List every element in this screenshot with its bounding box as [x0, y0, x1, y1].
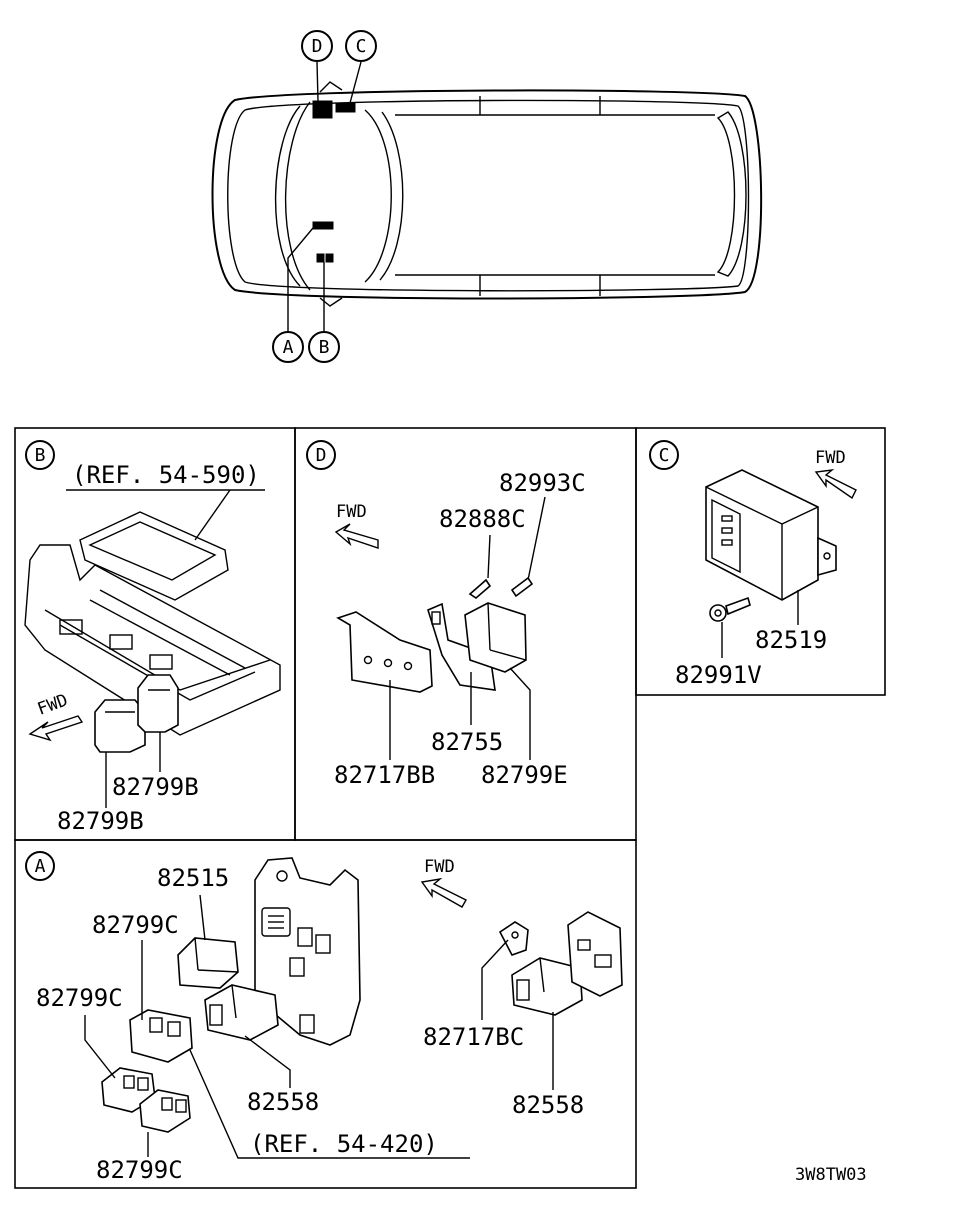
svg-text:B: B — [35, 445, 46, 466]
part-label-82888c: 82888C — [439, 505, 526, 533]
locator-block-c — [335, 102, 356, 113]
part-label-82799c-bottom: 82799C — [96, 1156, 183, 1184]
panel-a-letter: A — [25, 851, 55, 881]
part-label-82717bb: 82717BB — [334, 761, 435, 789]
svg-text:A: A — [35, 856, 46, 877]
control-unit-82519 — [705, 469, 837, 601]
relay-82558-right — [511, 957, 583, 1016]
panel-d: D FWD 82993C 82888C 82755 82717 — [306, 440, 586, 789]
svg-text:C: C — [659, 445, 670, 466]
locator-circle-d: D — [301, 30, 333, 62]
panel-a-frame — [14, 839, 637, 1189]
diagram-code: 3W8TW03 — [795, 1165, 867, 1185]
relay-82799c-middle — [101, 1067, 156, 1113]
relay-bracket-right — [567, 911, 623, 997]
screw-82993c — [510, 576, 534, 598]
svg-text:D: D — [316, 445, 327, 466]
part-label-82558-right: 82558 — [512, 1091, 584, 1119]
locator-circle-b: B — [308, 331, 340, 363]
relay-82799b-left — [94, 699, 146, 753]
fwd-arrow-c: FWD — [814, 448, 857, 500]
svg-text:B: B — [319, 337, 330, 358]
part-label-82799b-lower: 82799B — [57, 807, 144, 835]
part-label-82799c-left: 82799C — [36, 984, 123, 1012]
part-label-82799c-top: 82799C — [92, 911, 179, 939]
locator-block-b2 — [325, 253, 334, 263]
panel-b-letter: B — [25, 440, 55, 470]
part-label-ref-54-420: (REF. 54-420) — [250, 1130, 438, 1158]
panel-c-frame — [635, 427, 886, 696]
svg-text:D: D — [312, 36, 323, 57]
bracket-82717bb — [336, 611, 433, 693]
relay-bracket-82755 — [427, 602, 496, 691]
panel-c-letter: C — [649, 440, 679, 470]
fwd-arrow-d: FWD — [334, 502, 379, 549]
locator-circle-c: C — [345, 30, 377, 62]
bolt-82991v — [709, 596, 751, 622]
part-label-82558-left: 82558 — [247, 1088, 319, 1116]
panel-a: A FWD — [25, 851, 623, 1184]
panel-b-ref: (REF. 54-590) — [72, 461, 260, 489]
part-label-82717bc: 82717BC — [423, 1023, 524, 1051]
relay-82515 — [177, 937, 239, 989]
svg-text:A: A — [283, 337, 294, 358]
vehicle-top-view — [211, 81, 763, 307]
svg-text:FWD: FWD — [424, 857, 455, 877]
part-label-82519: 82519 — [755, 626, 827, 654]
relay-82558-left — [204, 984, 279, 1041]
relay-82799b-right — [137, 674, 179, 733]
locator-circle-a: A — [272, 331, 304, 363]
locator-block-b1 — [316, 253, 325, 263]
bracket-82717bc — [498, 921, 529, 956]
part-label-82993c: 82993C — [499, 469, 586, 497]
part-label-82755: 82755 — [431, 728, 503, 756]
junction-block-drawing — [254, 857, 361, 1046]
locator-block-a — [312, 221, 334, 230]
fuse-box-drawing — [24, 511, 281, 736]
screw-82888c — [468, 578, 492, 600]
relay-82799c-lower — [139, 1089, 191, 1133]
fwd-arrow-a: FWD — [420, 857, 467, 908]
svg-text:FWD: FWD — [35, 690, 71, 719]
panel-c: C FWD 82519 82991V — [649, 440, 857, 689]
svg-text:FWD: FWD — [815, 448, 846, 468]
locator-block-d — [312, 100, 333, 119]
panel-b: B (REF. 54-590) FWD — [24, 440, 281, 835]
panel-d-letter: D — [306, 440, 336, 470]
svg-text:FWD: FWD — [336, 502, 367, 522]
part-label-82515: 82515 — [157, 864, 229, 892]
part-label-82799e: 82799E — [481, 761, 568, 789]
part-label-82991v: 82991V — [675, 661, 762, 689]
relay-82799c-upper — [129, 1009, 193, 1063]
part-label-82799b-upper: 82799B — [112, 773, 199, 801]
relay-82799e — [464, 602, 527, 673]
svg-text:C: C — [356, 36, 367, 57]
fwd-arrow-b: FWD — [28, 690, 84, 742]
